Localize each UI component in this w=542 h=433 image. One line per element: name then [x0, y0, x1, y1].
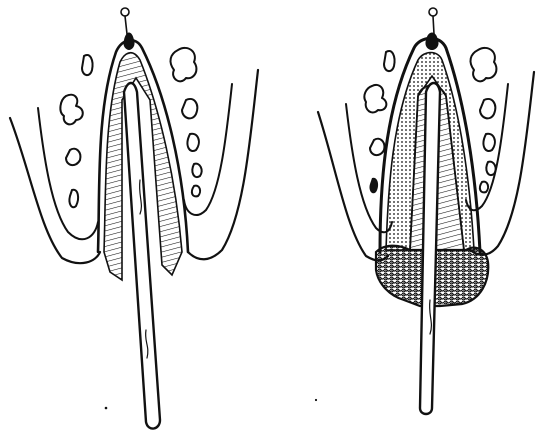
stray-mark: [315, 399, 317, 401]
right-apex-line: [433, 16, 434, 34]
right-bone-space: [370, 139, 384, 155]
left-bone-contour: [38, 108, 98, 239]
left-bone-space: [60, 95, 82, 125]
right-bone-space: [471, 48, 497, 81]
left-apex: [123, 33, 134, 51]
left-bone-space: [171, 48, 197, 81]
left-bone-space: [82, 55, 93, 75]
left-bone-space: [188, 134, 199, 151]
right-bone-space: [486, 162, 495, 175]
right-apex-tip: [429, 8, 437, 16]
right-apex: [425, 33, 438, 51]
left-tooth-panel: [10, 8, 258, 429]
right-bone-space: [480, 99, 495, 118]
right-bone-space-filled: [369, 178, 378, 194]
left-bone-contour-right: [184, 84, 232, 215]
left-apex-line: [125, 16, 127, 34]
left-bone-space: [69, 190, 78, 208]
right-bone-space: [480, 182, 488, 193]
left-bone-space: [192, 164, 201, 177]
right-tooth-panel: [318, 8, 534, 414]
left-bone-space: [182, 99, 197, 118]
left-bone-space: [192, 186, 200, 197]
right-bone-space: [384, 51, 395, 71]
right-bone-space: [364, 85, 386, 113]
left-bone-space: [66, 149, 80, 165]
stray-mark: [105, 407, 108, 410]
right-bone-space: [484, 134, 495, 151]
left-apex-tip: [121, 8, 129, 16]
left-jaw-outline: [10, 118, 100, 263]
